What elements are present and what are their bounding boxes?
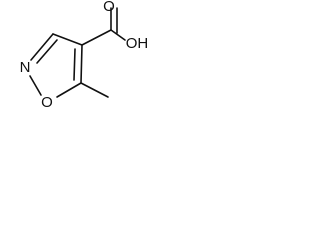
structure-diagram: O OH N O — [20, 0, 149, 111]
bond-c4-to-c5-double — [73, 48, 76, 81]
bond-n-to-ch-double — [36, 39, 58, 64]
atom-label-ring-oxygen: O — [41, 94, 53, 111]
bond-n-to-ch — [30, 33, 54, 61]
atom-label-carboxyl-oxygen: O — [103, 0, 115, 15]
bond-c5-to-ring-o — [56, 82, 82, 98]
bond-ch-to-c4 — [52, 33, 83, 46]
bond-c5-to-methyl — [80, 82, 109, 98]
bond-c4-to-carboxyl-c — [81, 29, 112, 46]
atom-label-ring-nitrogen: N — [20, 59, 31, 76]
bond-carboxyl-c-to-oh — [110, 29, 126, 41]
atom-label-hydroxyl: OH — [126, 35, 149, 52]
bond-c4-to-c5 — [80, 44, 83, 84]
bond-ring-o-to-n — [29, 75, 42, 96]
